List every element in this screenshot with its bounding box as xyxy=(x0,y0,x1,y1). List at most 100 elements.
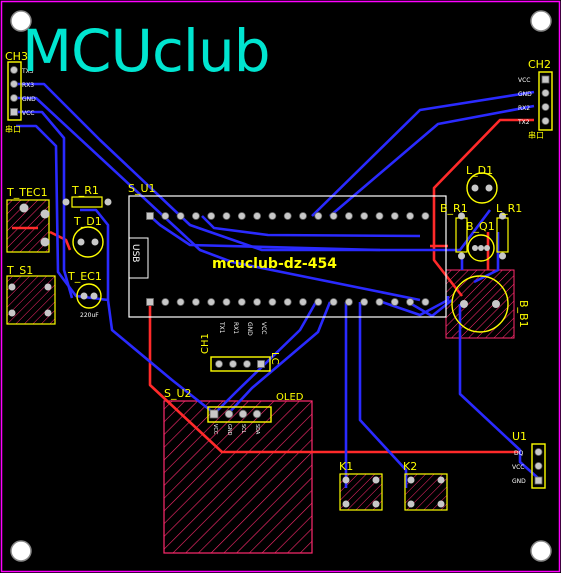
pads-top-pin-11 xyxy=(299,212,307,220)
b-q1-pad-b xyxy=(478,245,484,251)
pads-top-pin-2 xyxy=(161,212,170,220)
pads-bottom-pin-15 xyxy=(360,298,369,306)
ch2-pin-1: VCC xyxy=(518,77,530,84)
k1-label: K1 xyxy=(339,460,353,473)
pads-bottom-pin-14 xyxy=(344,298,353,306)
t-d1-pad-a xyxy=(77,238,85,246)
t-ec1-label: T_EC1 xyxy=(67,270,102,283)
t-tec1-pad-c xyxy=(40,237,50,247)
l-d1-label: L_D1 xyxy=(466,164,493,177)
oled-pin-4: SDA xyxy=(254,424,260,435)
ch1-pads xyxy=(215,360,265,368)
t-s1-body xyxy=(6,275,56,325)
b-r1-pad-b xyxy=(458,252,465,260)
t-s1-pad-b xyxy=(44,283,52,291)
t-d1-pad-b xyxy=(91,238,99,246)
b-b1-footprint xyxy=(445,269,515,339)
ch2-header-outline xyxy=(538,71,553,131)
ch2-label: CH2 xyxy=(528,58,551,71)
t-s1-pad-d xyxy=(44,309,52,317)
t-d1-body xyxy=(72,226,104,258)
pads-top-pin-17 xyxy=(390,212,399,220)
t-tec1-pad-b xyxy=(40,209,50,219)
u1-pin-3: GND xyxy=(512,478,526,485)
k2-pad-a xyxy=(407,476,415,484)
b-b1-label: B_B1 xyxy=(517,300,530,328)
pads-bottom-pin-10 xyxy=(283,298,292,306)
ch2-pin-4: TX2 xyxy=(517,119,530,126)
pads-top-pin-8 xyxy=(253,212,262,220)
ch1-label: CH1 xyxy=(200,333,211,354)
u1-header-outline xyxy=(531,443,546,489)
pads-bottom-pin-11 xyxy=(299,298,307,306)
pads-top-pin-12 xyxy=(314,212,323,220)
pads-bottom-pin-5 xyxy=(207,298,216,306)
b-r1-pad-a xyxy=(458,212,465,220)
ch3-pin-2: RX3 xyxy=(22,82,34,89)
ch3-header-outline xyxy=(7,61,22,121)
ch3-side-label: 串口 xyxy=(5,125,21,134)
k1-pad-d xyxy=(372,500,380,508)
b-b1-pad-b xyxy=(492,300,500,308)
b-q1-body xyxy=(467,234,495,262)
module-name: mcuclub-dz-454 xyxy=(212,256,337,272)
pads-bottom-pin-12 xyxy=(314,298,323,306)
top-traces xyxy=(12,118,534,454)
t-s1-footprint xyxy=(6,275,56,325)
ch1-pin-2: RX1 xyxy=(232,322,239,334)
l-r1-pad-a xyxy=(499,212,506,220)
module-top-pads xyxy=(146,212,430,220)
l-d1-pad-a xyxy=(471,184,479,192)
pads-bottom-pin-7 xyxy=(237,298,246,306)
pads-bottom-pin-8 xyxy=(253,298,262,306)
t-r1-body xyxy=(71,196,103,208)
b-q1-pad-a xyxy=(472,245,478,251)
oled-keepout xyxy=(163,400,313,554)
pads-top-pin-14 xyxy=(344,212,353,220)
k2-pad-b xyxy=(437,476,445,484)
ch1-pin-3: GND xyxy=(246,322,253,336)
t-r1-pad-b xyxy=(104,198,112,206)
t-d1-label: T_D1 xyxy=(73,215,102,228)
ch2-side-label: 串口 xyxy=(528,131,544,140)
k2-pad-d xyxy=(437,500,445,508)
ch3-pin-1: TX3 xyxy=(21,68,34,75)
ch1-header-outline xyxy=(210,356,271,372)
oled-pin-1: VCC xyxy=(212,424,218,435)
t-ec1-pad-b xyxy=(90,292,98,300)
pads-top-pin-7 xyxy=(237,212,246,220)
ch1-pin-1: TX1 xyxy=(218,321,225,334)
l-r1-pad-b xyxy=(499,252,506,260)
s-u2-label: S_U2 xyxy=(164,387,192,400)
t-s1-label: T_S1 xyxy=(6,264,33,277)
pads-top-pin-3 xyxy=(176,212,185,220)
pads-bottom-pin-3 xyxy=(176,298,185,306)
k1-body xyxy=(339,473,383,511)
usb-outline xyxy=(128,237,149,279)
ch1-pin-4: VCC xyxy=(260,322,267,334)
pads-bottom-pin-13 xyxy=(329,298,338,306)
b-b1-pad-a xyxy=(460,300,468,308)
l-d1-body xyxy=(466,172,498,204)
l-d1-pad-b xyxy=(485,184,493,192)
ch2-pads xyxy=(541,75,550,125)
t-r1-pad-a xyxy=(62,198,70,206)
ch3-pin-3: GND xyxy=(22,96,36,103)
pads-top-pin-19 xyxy=(421,212,430,220)
oled-pads xyxy=(209,409,262,419)
ch2-pin-2: GND xyxy=(518,91,532,98)
oled-pin-3: SCL xyxy=(240,424,246,434)
t-ec1-pad-a xyxy=(80,292,88,300)
pads-bottom-pin-19 xyxy=(421,298,430,306)
k1-pad-b xyxy=(372,476,380,484)
pads-top-pin-9 xyxy=(268,212,277,220)
pads-bottom-pin-2 xyxy=(161,298,170,306)
t-tec1-label: T_TEC1 xyxy=(6,186,48,199)
b-r1-label: B_R1 xyxy=(440,202,468,215)
pads-bottom-pin-1 xyxy=(146,298,154,306)
k2-label: K2 xyxy=(403,460,417,473)
ch3-label: CH3 xyxy=(5,50,28,63)
t-ec1-value: 220uF xyxy=(80,312,99,319)
